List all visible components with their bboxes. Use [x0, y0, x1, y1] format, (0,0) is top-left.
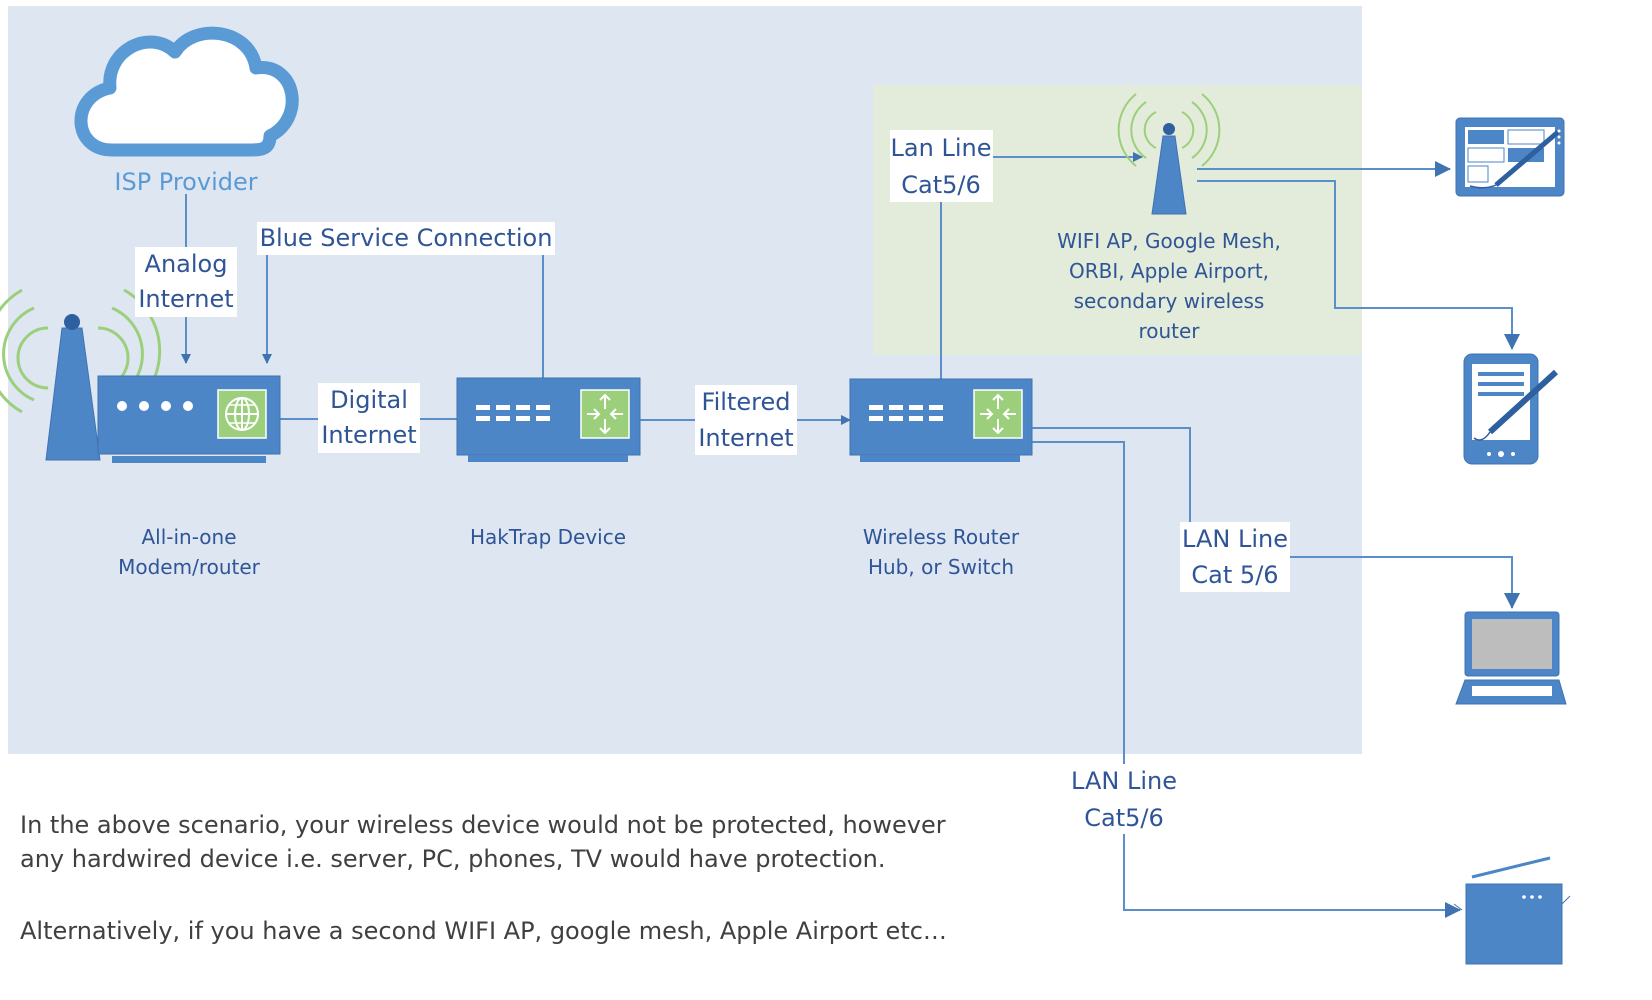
lan-printer-label-line2: Cat5/6 — [1084, 804, 1164, 832]
digital-label-bg — [318, 383, 420, 453]
paragraph-line1: In the above scenario, your wireless dev… — [20, 811, 946, 839]
switch-arrows-icon — [973, 389, 1023, 439]
switch-arrows-icon — [580, 389, 630, 439]
isp-provider-label: ISP Provider — [114, 168, 257, 196]
globe-icon — [217, 389, 267, 439]
filtered-label-line2: Internet — [698, 424, 793, 452]
paragraph-line2: any hardwired device i.e. server, PC, ph… — [20, 845, 886, 873]
lan-ap-label-line1: Lan Line — [891, 134, 992, 162]
haktrap-device — [456, 377, 641, 462]
tablet-icon — [1455, 117, 1565, 197]
printer-icon — [1453, 856, 1571, 965]
digital-label-line2: Internet — [321, 421, 416, 449]
analog-label-bg — [135, 247, 237, 317]
lan-printer-label-line1: LAN Line — [1071, 767, 1177, 795]
lan-printer-line — [1032, 441, 1461, 918]
filtered-label-line1: Filtered — [702, 388, 791, 416]
haktrap-name: HakTrap Device — [470, 525, 626, 549]
router-device — [849, 378, 1033, 462]
explanation-paragraph: In the above scenario, your wireless dev… — [20, 808, 946, 876]
ap-pda-line — [1197, 180, 1520, 350]
analog-label-line2: Internet — [138, 285, 233, 313]
paragraph-line3: Alternatively, if you have a second WIFI… — [20, 917, 947, 945]
wifi-ap-name-line4: router — [1138, 319, 1200, 343]
lan-ap-label-bg — [890, 130, 993, 202]
router-name-line1: Wireless Router — [863, 525, 1020, 549]
blue-service-label: Blue Service Connection — [260, 224, 553, 252]
cloud-icon — [74, 26, 299, 157]
wifi-ap-name-line3: secondary wireless — [1074, 289, 1265, 313]
wifi-ap-name-line2: ORBI, Apple Airport, — [1069, 259, 1269, 283]
wifi-ap-name-line1: WIFI AP, Google Mesh, — [1057, 229, 1281, 253]
modem-name-line2: Modem/router — [118, 555, 261, 579]
analog-label-line1: Analog — [145, 250, 228, 278]
lan-laptop-label-line1: LAN Line — [1182, 525, 1288, 553]
filtered-label-bg — [695, 385, 797, 455]
wifi-ap-antenna-icon — [1117, 93, 1221, 215]
modem-name-line1: All-in-one — [141, 525, 236, 549]
digital-label-line1: Digital — [330, 386, 408, 414]
wireless-zone-panel — [873, 85, 1362, 355]
lan-ap-label-line2: Cat5/6 — [901, 171, 981, 199]
alternative-paragraph: Alternatively, if you have a second WIFI… — [20, 914, 947, 948]
blue-service-label-bg — [257, 222, 555, 255]
modem-device — [97, 375, 281, 463]
lan-laptop-label-bg — [1180, 522, 1290, 592]
pda-icon — [1463, 353, 1559, 465]
laptop-icon — [1455, 611, 1567, 705]
lan-printer-label-bg — [1068, 764, 1181, 834]
lan-laptop-label-line2: Cat 5/6 — [1191, 561, 1278, 589]
router-name-line2: Hub, or Switch — [868, 555, 1014, 579]
